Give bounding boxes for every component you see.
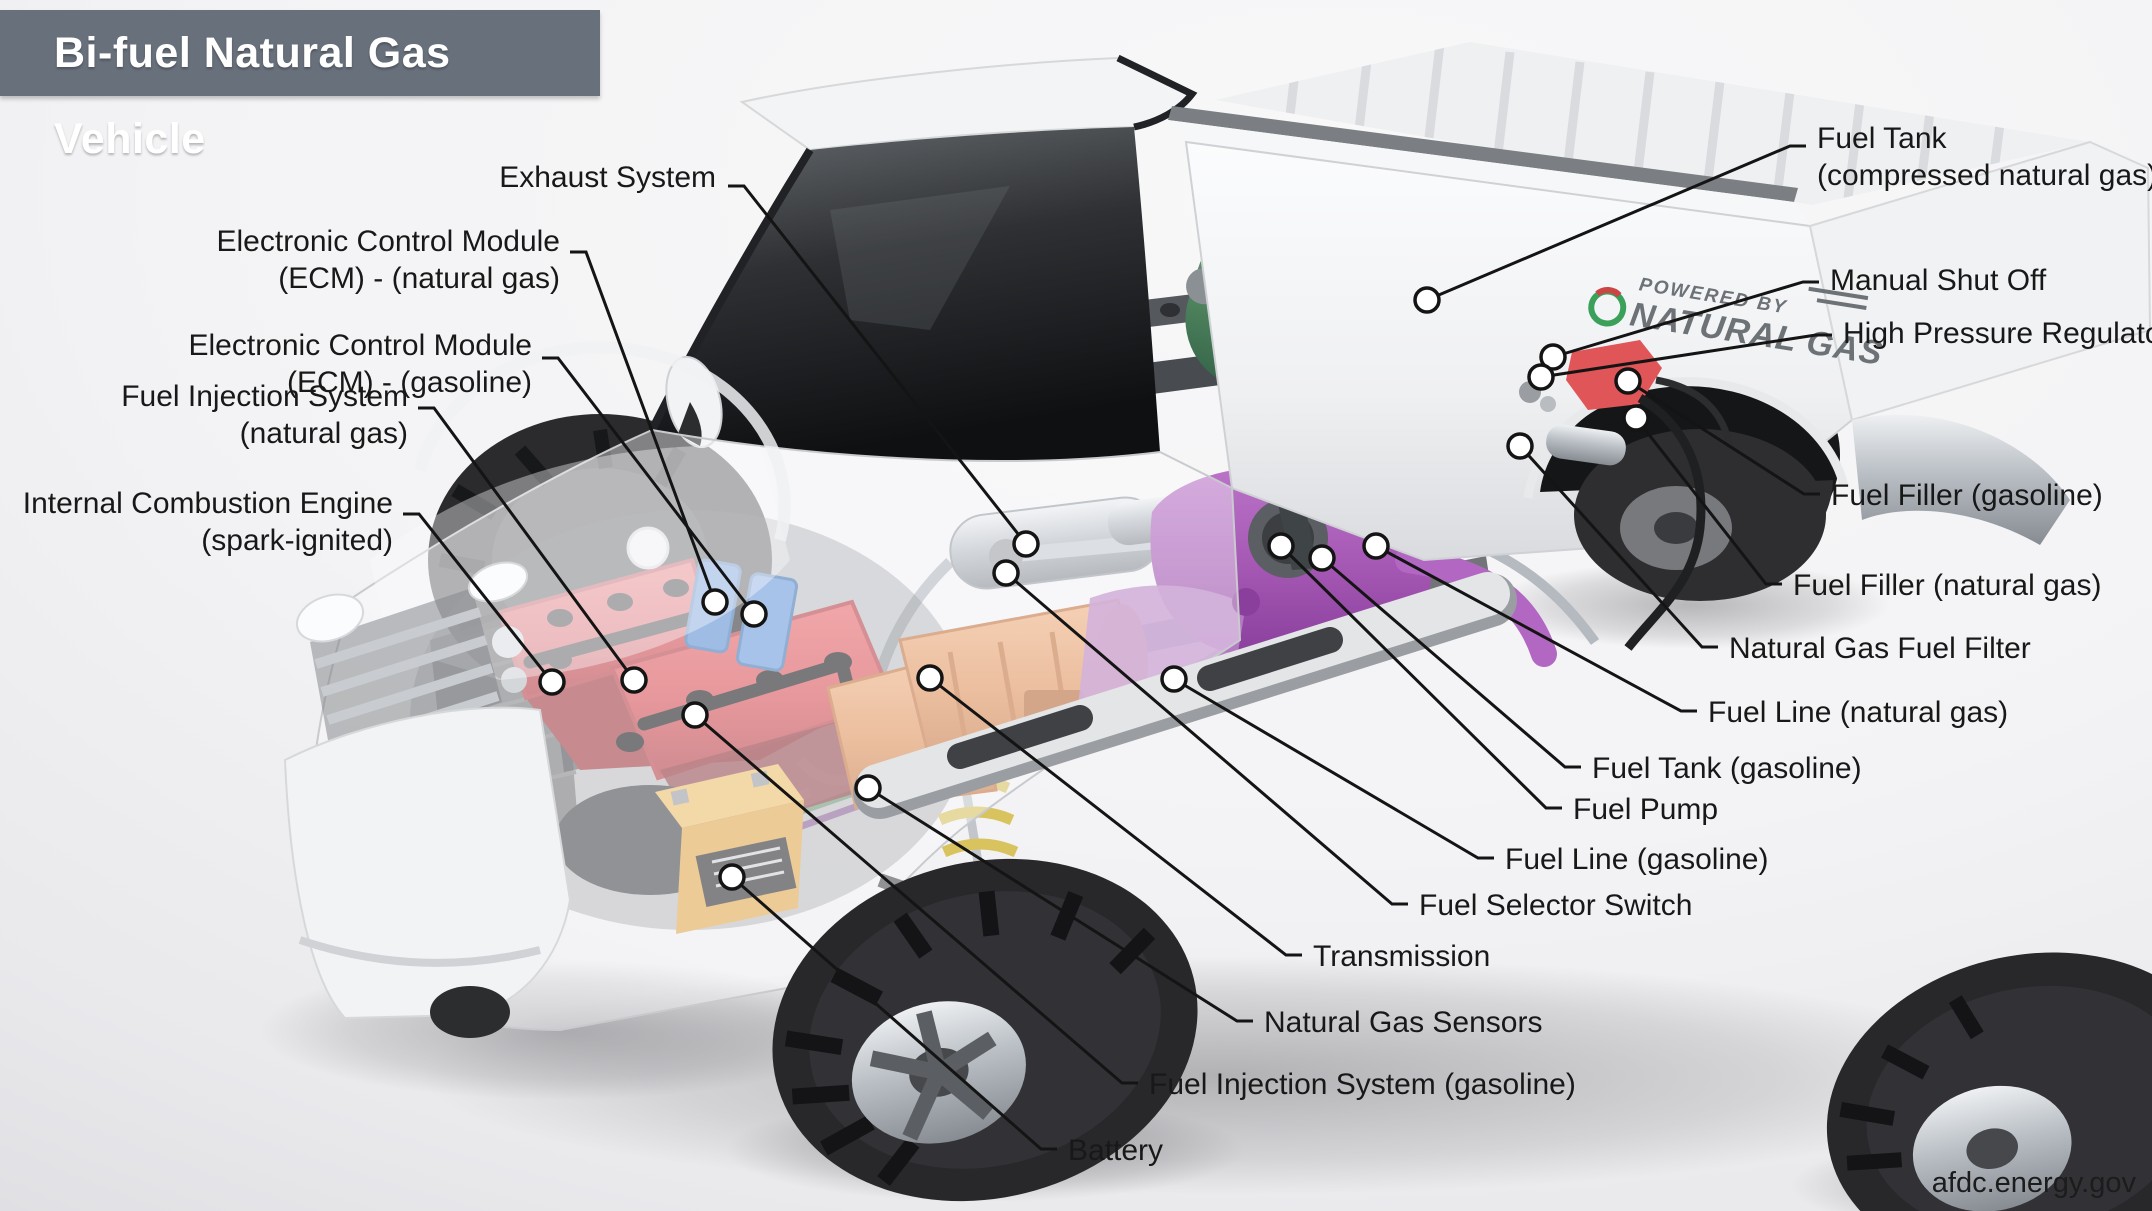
dot-fuel-injection-gasoline	[681, 701, 709, 729]
source-credit: afdc.energy.gov	[1931, 1167, 2136, 1199]
leader-transmission	[929, 676, 1302, 957]
truck-bed	[1168, 42, 2152, 601]
leader-natural-gas-sensors	[867, 786, 1253, 1023]
leader-fuel-line-gasoline	[1173, 677, 1494, 860]
leader-fuel-filler-gasoline	[1627, 379, 1820, 496]
dot-manual-shut-off	[1539, 343, 1567, 371]
leader-fuel-selector-switch	[1005, 571, 1408, 906]
leader-fuel-pump	[1279, 544, 1562, 810]
dot-transmission	[916, 664, 944, 692]
dot-fuel-tank-gasoline	[1308, 544, 1336, 572]
dot-fuel-injection-natural-gas	[620, 666, 648, 694]
windshield-glass	[648, 127, 1160, 462]
dot-fuel-filler-natural-gas	[1622, 404, 1650, 432]
leader-ecm-gasoline	[542, 356, 756, 615]
dot-fuel-filler-gasoline	[1614, 367, 1642, 395]
leader-ecm-natural-gas	[570, 250, 717, 603]
leader-fuel-tank-cng	[1426, 144, 1806, 302]
leader-natural-gas-fuel-filter	[1518, 444, 1718, 649]
dot-fuel-line-natural-gas	[1362, 532, 1390, 560]
dot-fuel-selector-switch	[992, 559, 1020, 587]
leader-manual-shut-off	[1552, 280, 1819, 359]
leader-fuel-injection-natural-gas	[418, 406, 636, 681]
dot-battery	[718, 863, 746, 891]
leader-lines-layer	[403, 144, 1832, 1151]
front-grille	[283, 561, 572, 1038]
fuel-filler-assembly	[1519, 340, 1734, 651]
rear-right-wheel	[1826, 952, 2152, 1211]
dot-natural-gas-fuel-filter	[1506, 432, 1534, 460]
leader-fuel-injection-gasoline	[694, 713, 1138, 1085]
leader-fuel-filler-natural-gas	[1634, 417, 1782, 586]
dot-high-pressure-regulator	[1527, 363, 1555, 391]
dot-natural-gas-sensors	[854, 774, 882, 802]
front-right-wheel	[772, 858, 1198, 1202]
leader-fuel-tank-gasoline	[1321, 556, 1581, 769]
dot-fuel-tank-cng	[1413, 286, 1441, 314]
leader-high-pressure-regulator	[1540, 333, 1832, 379]
diagram-title: Bi-fuel Natural Gas Vehicle	[0, 10, 600, 163]
dot-exhaust-system	[1012, 530, 1040, 558]
running-board	[853, 572, 1517, 819]
dot-fuel-line-gasoline	[1160, 665, 1188, 693]
leader-exhaust-system	[728, 184, 1028, 545]
leader-fuel-line-natural-gas	[1375, 544, 1697, 713]
dot-fuel-pump	[1267, 532, 1295, 560]
leader-battery	[731, 875, 1057, 1151]
dot-ecm-gasoline	[740, 600, 768, 628]
dot-ecm-natural-gas	[701, 588, 729, 616]
dot-internal-combustion-engine	[538, 668, 566, 696]
leader-internal-combustion-engine	[403, 512, 554, 683]
